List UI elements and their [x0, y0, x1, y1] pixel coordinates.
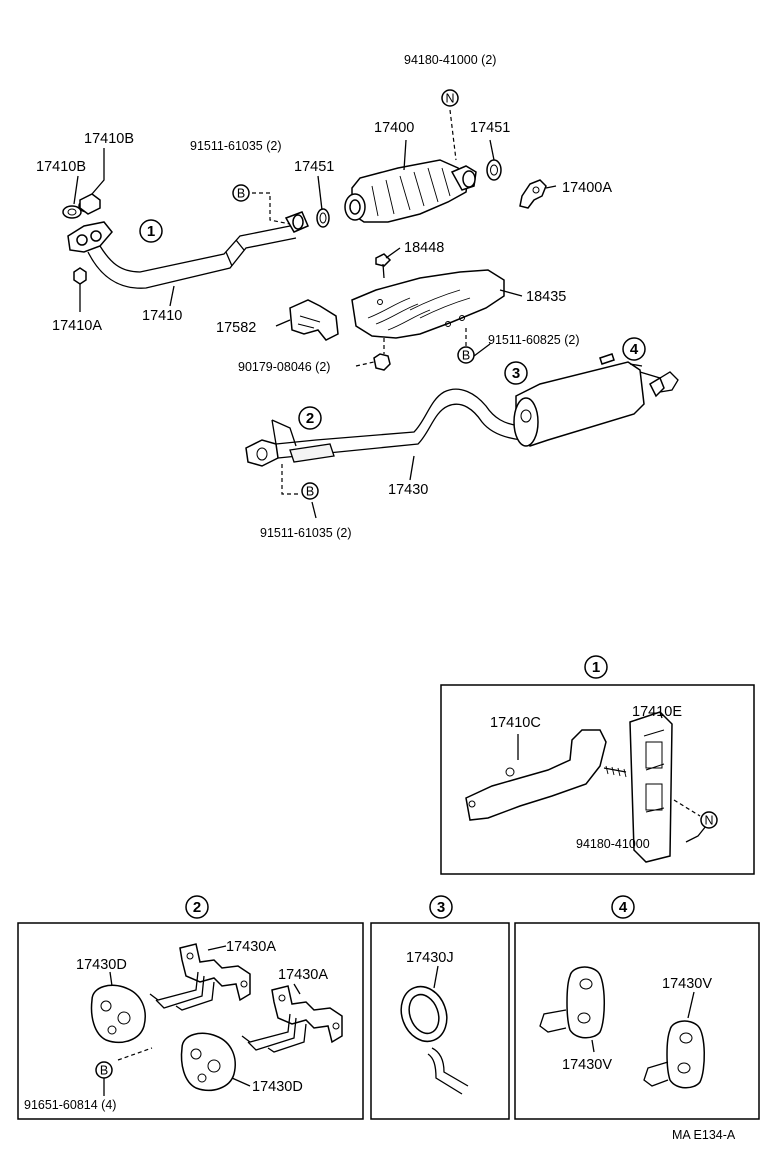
- svg-text:N: N: [445, 92, 454, 106]
- marker-n-detail1: N: [700, 811, 718, 829]
- label-17451-top: 17451: [470, 120, 510, 136]
- svg-text:1: 1: [592, 659, 600, 676]
- marker-n-top: N: [441, 89, 459, 107]
- heat-insulator-18435: [351, 269, 505, 339]
- marker-b-18435: B: [457, 346, 475, 364]
- front-pipe-17410: [67, 211, 309, 289]
- label-17430v-right: 17430V: [662, 976, 712, 992]
- svg-text:B: B: [306, 485, 314, 499]
- catalytic-converter-17400: [344, 159, 477, 223]
- label-17451-mid: 17451: [294, 159, 334, 175]
- svg-text:1: 1: [147, 223, 155, 240]
- label-17410b-lower: 17410B: [36, 159, 86, 175]
- gasket-17410b-pair: [62, 193, 101, 219]
- bracket-17400a: [519, 179, 547, 209]
- bracket-17410c: [465, 729, 627, 821]
- label-17430d-upper: 17430D: [76, 957, 127, 973]
- gasket-ring-17430j: [400, 985, 448, 1043]
- gasket-17451-mid: [316, 208, 330, 228]
- svg-text:4: 4: [630, 341, 639, 358]
- rubber-mount-17430d-left: [90, 984, 146, 1044]
- label-17410c: 17410C: [490, 715, 541, 731]
- label-94180-41000-2: 94180-41000 (2): [404, 53, 496, 67]
- leader-lines-top: [73, 109, 557, 519]
- label-17430d-lower: 17430D: [252, 1079, 303, 1095]
- label-91511-61035-2-top: 91511-61035 (2): [190, 139, 282, 153]
- label-17430j: 17430J: [406, 950, 454, 966]
- marker-b-detail2: B: [95, 1061, 113, 1079]
- label-94180-41000: 94180-41000: [576, 837, 650, 851]
- label-17430a-lower: 17430A: [278, 967, 328, 983]
- label-18448: 18448: [404, 240, 444, 256]
- label-91651-60814-4: 91651-60814 (4): [24, 1098, 116, 1112]
- label-91511-60825-2: 91511-60825 (2): [488, 333, 580, 347]
- callout-4-main: 4: [622, 337, 646, 361]
- callout-2-main: 2: [298, 406, 322, 430]
- bracket-17582: [289, 299, 339, 341]
- svg-text:4: 4: [619, 899, 628, 916]
- svg-text:3: 3: [437, 899, 445, 916]
- svg-text:B: B: [100, 1064, 108, 1078]
- svg-text:B: B: [237, 187, 245, 201]
- detail-panel-4: 4 17430V 17430V: [514, 895, 760, 1120]
- marker-b-17430: B: [301, 482, 319, 500]
- label-17582: 17582: [216, 320, 256, 336]
- marker-b-top-left: B: [232, 184, 250, 202]
- nut-90179-08046: [373, 353, 391, 371]
- label-17400a: 17400A: [562, 180, 612, 196]
- bolt-18448: [375, 253, 392, 279]
- label-17410e: 17410E: [632, 704, 682, 720]
- label-17410b-upper: 17410B: [84, 131, 134, 147]
- tail-pipe-muffler-17430: [245, 353, 679, 467]
- exhaust-hanger-17430a-lower: [241, 985, 343, 1053]
- label-18435: 18435: [526, 289, 566, 305]
- exhaust-hanger-17430a-upper: [149, 943, 251, 1011]
- label-17430: 17430: [388, 482, 428, 498]
- label-17400: 17400: [374, 120, 414, 136]
- label-90179-08046-2: 90179-08046 (2): [238, 360, 330, 374]
- rubber-hanger-17430v-left: [539, 966, 606, 1039]
- drawing-code: MA E134-A: [672, 1128, 736, 1142]
- callout-3-main: 3: [504, 361, 528, 385]
- detail-panel-1: 1 N 17410C 17410E 94180-41000: [440, 655, 755, 875]
- label-17430v-left: 17430V: [562, 1057, 612, 1073]
- svg-text:2: 2: [306, 410, 314, 427]
- label-91511-61035-2-bottom: 91511-61035 (2): [260, 526, 352, 540]
- label-17410: 17410: [142, 308, 182, 324]
- rubber-mount-17430d-right: [180, 1032, 236, 1092]
- detail-panel-2: 2: [17, 895, 364, 1120]
- svg-text:3: 3: [512, 365, 520, 382]
- rubber-hanger-17430v-right: [643, 1020, 705, 1089]
- detail-panel-3: 3 17430J: [370, 895, 510, 1120]
- svg-text:N: N: [704, 814, 713, 828]
- bolt-17410a: [73, 267, 87, 300]
- svg-text:2: 2: [193, 899, 201, 916]
- gasket-17451-top: [486, 159, 502, 181]
- callout-1-main: 1: [139, 219, 163, 243]
- svg-text:B: B: [462, 349, 470, 363]
- label-17430a-upper: 17430A: [226, 939, 276, 955]
- label-17410a: 17410A: [52, 318, 102, 334]
